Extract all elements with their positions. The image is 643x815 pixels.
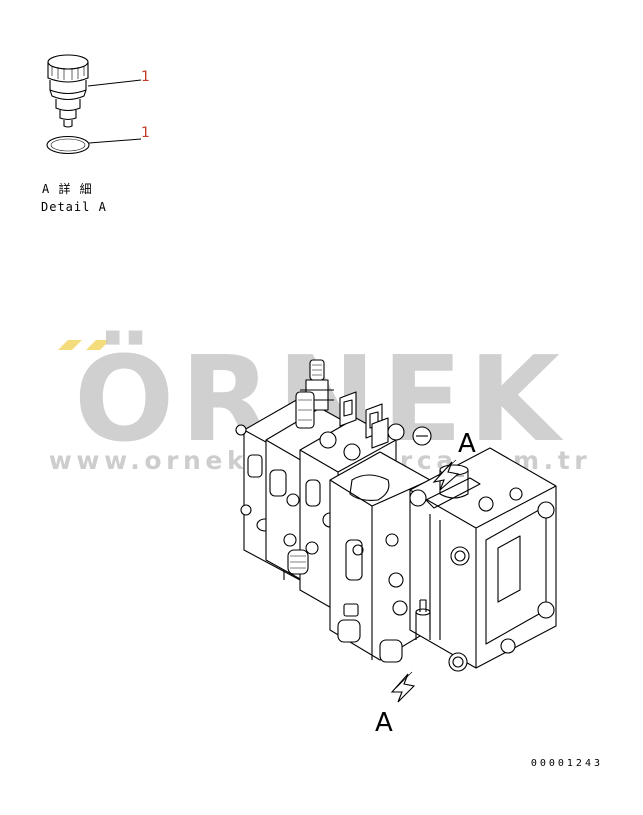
callout-leaders [87,79,142,144]
watermark-accent [58,340,110,350]
control-valve-assembly [235,359,557,672]
view-arrow-bottom [390,671,416,703]
detail-label-japanese: A 詳 細 [42,181,93,196]
part-number: 00001243 [531,758,603,769]
detail-a-oring [46,135,90,155]
view-arrow-top [432,459,460,491]
view-marker-top: A [458,429,476,459]
callout-number-1: 1 [141,69,150,85]
detail-label-english: Detail A [41,200,107,214]
callout-number-2: 1 [141,125,150,141]
view-marker-bottom: A [375,708,393,738]
detail-a-plug [47,54,89,128]
